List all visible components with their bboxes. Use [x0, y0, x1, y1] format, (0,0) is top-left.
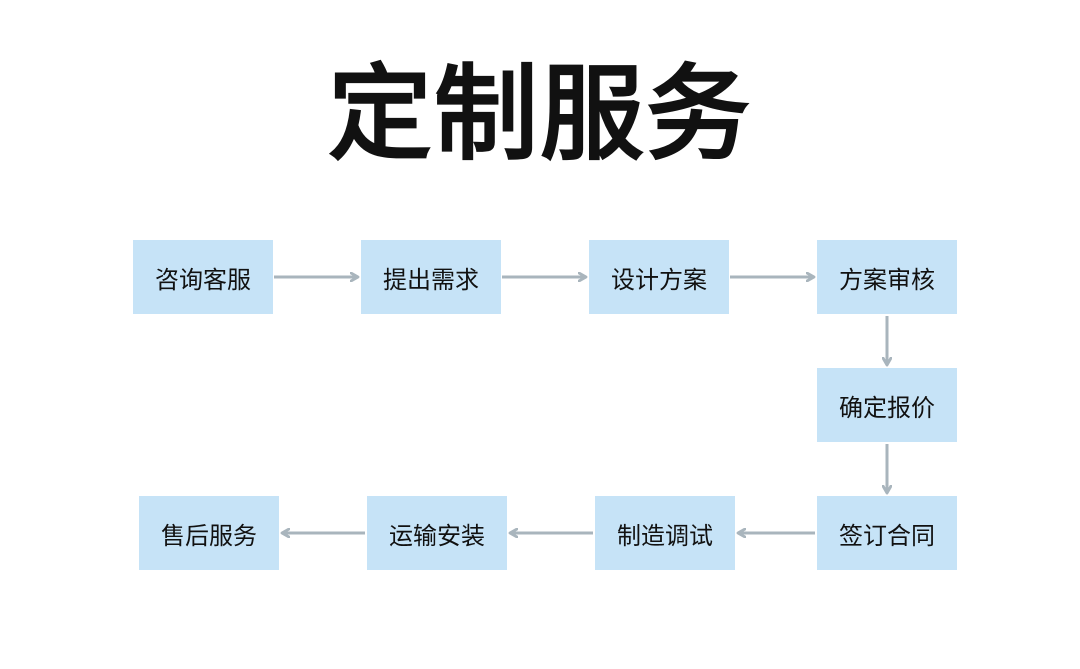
step-confirm-quote: 确定报价: [817, 368, 957, 442]
step-design-plan: 设计方案: [589, 240, 729, 314]
step-consult-service: 咨询客服: [133, 240, 273, 314]
step-plan-review: 方案审核: [817, 240, 957, 314]
step-after-sales: 售后服务: [139, 496, 279, 570]
step-submit-requirements: 提出需求: [361, 240, 501, 314]
step-label: 设计方案: [611, 265, 707, 294]
step-label: 售后服务: [161, 521, 257, 550]
step-manufacture-debug: 制造调试: [595, 496, 735, 570]
step-label: 制造调试: [617, 521, 713, 550]
step-label: 方案审核: [839, 265, 935, 294]
step-shipping-installation: 运输安装: [367, 496, 507, 570]
step-label: 咨询客服: [155, 265, 251, 294]
step-label: 运输安装: [389, 521, 485, 550]
step-label: 提出需求: [383, 265, 479, 294]
step-label: 签订合同: [839, 521, 935, 550]
step-sign-contract: 签订合同: [817, 496, 957, 570]
step-label: 确定报价: [839, 393, 935, 422]
page-title: 定制服务: [327, 53, 752, 175]
